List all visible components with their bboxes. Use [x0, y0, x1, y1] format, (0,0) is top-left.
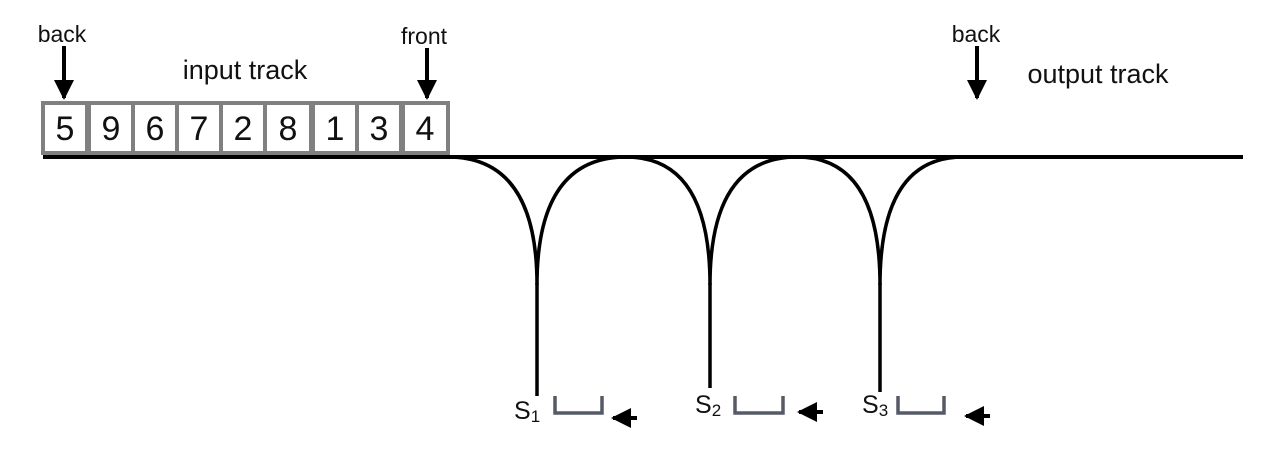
holding-track-1-curve	[447, 155, 627, 286]
car-cell: 3	[355, 101, 403, 155]
car-number: 9	[102, 110, 121, 148]
holding-track-1-label: S1	[514, 397, 540, 426]
car-number: 4	[416, 110, 435, 148]
car-cell: 6	[131, 101, 179, 155]
input-track-cars: 5 9 6 7 2 8 1 3	[41, 101, 450, 155]
output-back-label: back	[952, 21, 1001, 47]
car-number: 6	[146, 110, 165, 148]
car-number: 1	[326, 110, 345, 148]
holding-track-3-stack-bracket	[896, 396, 946, 415]
car-cell: 2	[219, 101, 267, 155]
car-cell: 8	[263, 101, 313, 155]
input-track-label: input track	[183, 55, 308, 85]
holding-track-1-stack-bracket	[553, 396, 604, 415]
car-number: 3	[370, 110, 389, 148]
car-number: 2	[234, 110, 253, 148]
input-back-label: back	[38, 21, 87, 47]
car-cell: 9	[87, 101, 135, 155]
holding-track-2-label: S2	[695, 391, 721, 420]
holding-track-3-label: S3	[862, 391, 888, 420]
holding-track-3-curve	[796, 155, 964, 286]
input-front-label: front	[401, 23, 448, 49]
holding-track-2-stack-bracket	[733, 396, 785, 415]
car-cell: 4	[401, 101, 450, 155]
car-number: 8	[279, 110, 298, 148]
car-cell: 7	[175, 101, 223, 155]
car-cell: 1	[311, 101, 359, 155]
car-number: 7	[190, 110, 209, 148]
car-cell: 5	[41, 101, 89, 155]
output-track-label: output track	[1027, 59, 1169, 89]
car-number: 5	[56, 110, 75, 148]
holding-track-2-curve	[625, 155, 798, 286]
